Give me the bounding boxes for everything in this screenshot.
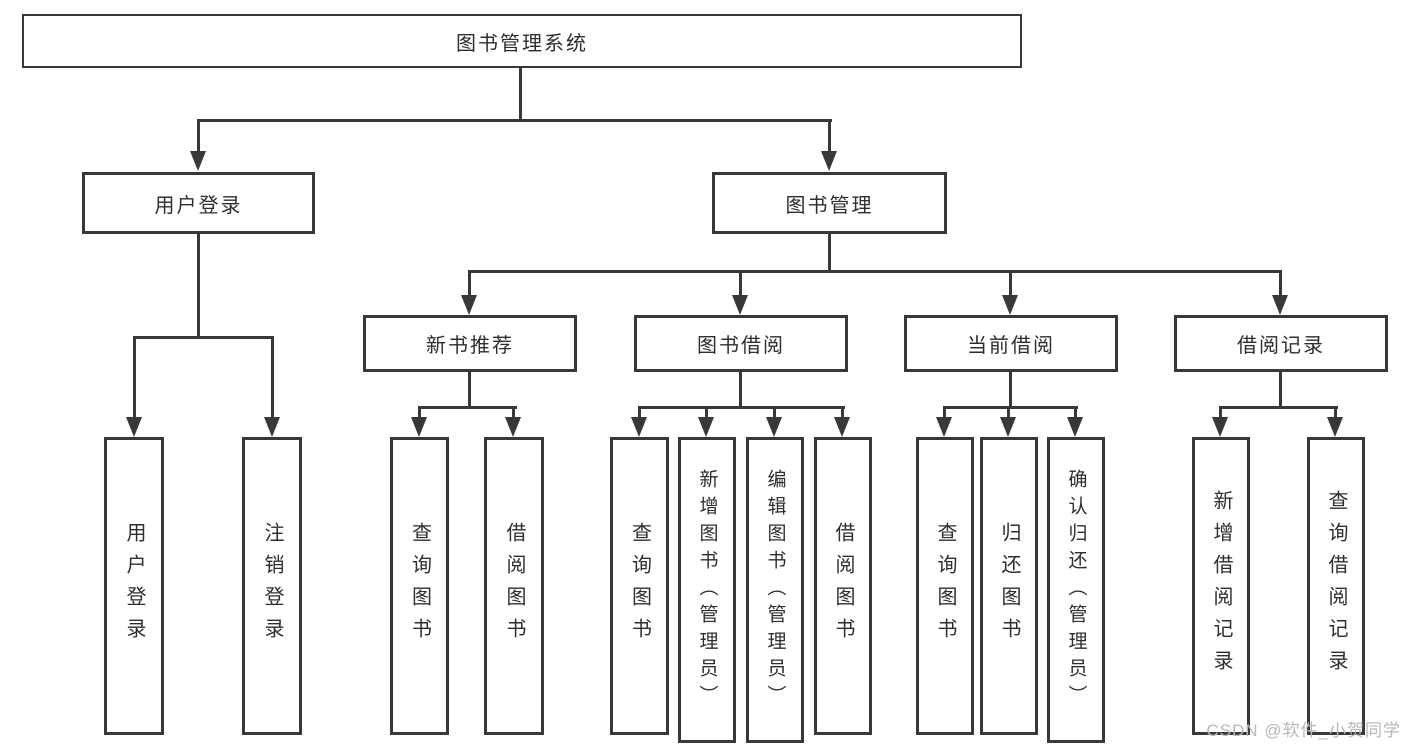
connector-hline bbox=[133, 336, 274, 339]
connector-vline bbox=[1007, 406, 1010, 422]
node-label: 图书借阅 bbox=[697, 335, 785, 357]
arrow-down-icon bbox=[698, 417, 714, 437]
node-leaf-query-books-recommend: 查询图书 bbox=[390, 437, 449, 735]
node-label: 借阅图书 bbox=[832, 522, 854, 650]
arrow-down-icon bbox=[264, 417, 280, 437]
connector-vline bbox=[418, 406, 421, 422]
connector-vline bbox=[197, 234, 200, 339]
connector-hline bbox=[418, 406, 517, 409]
node-leaf-logout: 注销登录 bbox=[242, 437, 302, 735]
connector-vline bbox=[828, 119, 831, 155]
node-user-login: 用户登录 bbox=[82, 172, 315, 234]
connector-hline bbox=[943, 406, 1078, 409]
node-leaf-add-borrow-record: 新增借阅记录 bbox=[1192, 437, 1250, 735]
node-label: 确认归还（管理员） bbox=[1065, 468, 1087, 712]
connector-hline bbox=[1219, 406, 1338, 409]
arrow-down-icon bbox=[936, 417, 952, 437]
arrow-down-icon bbox=[631, 417, 647, 437]
connector-vline bbox=[512, 406, 515, 422]
connector-vline bbox=[468, 270, 471, 299]
arrow-down-icon bbox=[126, 417, 142, 437]
node-label: 用户登录 bbox=[123, 522, 145, 650]
arrow-down-icon bbox=[190, 151, 206, 171]
node-book-borrowing: 图书借阅 bbox=[634, 315, 848, 372]
connector-vline bbox=[739, 372, 742, 409]
node-book-management: 图书管理 bbox=[712, 172, 947, 234]
node-new-book-recommend: 新书推荐 bbox=[363, 315, 577, 372]
watermark: CSDN @软件_小贺同学 bbox=[1206, 721, 1401, 740]
connector-vline bbox=[1279, 372, 1282, 409]
connector-hline bbox=[468, 270, 1282, 273]
node-leaf-query-borrow-record: 查询借阅记录 bbox=[1307, 437, 1365, 735]
arrow-down-icon bbox=[1212, 417, 1228, 437]
connector-vline bbox=[841, 406, 844, 422]
connector-vline bbox=[773, 406, 776, 422]
node-borrowing-records: 借阅记录 bbox=[1174, 315, 1388, 372]
node-label: 查询借阅记录 bbox=[1325, 490, 1347, 682]
connector-vline bbox=[1009, 372, 1012, 409]
connector-hline bbox=[638, 406, 845, 409]
node-label: 借阅记录 bbox=[1237, 335, 1325, 357]
connector-vline bbox=[1219, 406, 1222, 422]
arrow-down-icon bbox=[1002, 295, 1018, 315]
arrow-down-icon bbox=[766, 417, 782, 437]
node-label: 查询图书 bbox=[628, 522, 651, 650]
connector-vline bbox=[197, 119, 200, 155]
connector-vline bbox=[1334, 406, 1337, 422]
node-leaf-query-books-current: 查询图书 bbox=[916, 437, 974, 735]
connector-vline bbox=[271, 336, 274, 420]
node-leaf-borrow-books-recommend: 借阅图书 bbox=[484, 437, 544, 735]
connector-hline bbox=[197, 119, 832, 122]
node-label: 注销登录 bbox=[261, 522, 283, 650]
node-leaf-user-login: 用户登录 bbox=[104, 437, 164, 735]
node-label: 查询图书 bbox=[408, 522, 431, 650]
node-label: 图书管理 bbox=[785, 194, 874, 217]
connector-vline bbox=[828, 234, 831, 273]
arrow-down-icon bbox=[505, 417, 521, 437]
node-label: 新增图书（管理员） bbox=[696, 468, 718, 712]
node-leaf-confirm-return-admin: 确认归还（管理员） bbox=[1047, 437, 1105, 743]
connector-vline bbox=[943, 406, 946, 422]
arrow-down-icon bbox=[1067, 417, 1083, 437]
connector-vline bbox=[705, 406, 708, 422]
node-label: 图书管理系统 bbox=[456, 32, 588, 55]
node-leaf-edit-books-admin: 编辑图书（管理员） bbox=[746, 437, 804, 743]
node-leaf-add-books-admin: 新增图书（管理员） bbox=[678, 437, 736, 743]
connector-vline bbox=[468, 372, 471, 409]
connector-vline bbox=[1279, 270, 1282, 299]
connector-vline bbox=[739, 270, 742, 299]
node-leaf-query-books-borrowing: 查询图书 bbox=[610, 437, 669, 735]
node-leaf-return-books: 归还图书 bbox=[980, 437, 1038, 735]
arrow-down-icon bbox=[1272, 295, 1288, 315]
arrow-down-icon bbox=[834, 417, 850, 437]
node-label: 借阅图书 bbox=[503, 522, 525, 650]
arrow-down-icon bbox=[411, 417, 427, 437]
node-current-borrowing: 当前借阅 bbox=[904, 315, 1118, 372]
node-leaf-borrow-books: 借阅图书 bbox=[814, 437, 872, 735]
arrow-down-icon bbox=[821, 151, 837, 171]
connector-vline bbox=[133, 336, 136, 420]
connector-vline bbox=[1009, 270, 1012, 299]
connector-vline bbox=[638, 406, 641, 422]
arrow-down-icon bbox=[732, 295, 748, 315]
node-label: 用户登录 bbox=[154, 194, 243, 217]
node-label: 归还图书 bbox=[998, 522, 1020, 650]
node-label: 查询图书 bbox=[934, 522, 956, 650]
node-label: 新增借阅记录 bbox=[1210, 490, 1232, 682]
node-library-system: 图书管理系统 bbox=[22, 14, 1022, 68]
connector-vline bbox=[1074, 406, 1077, 422]
arrow-down-icon bbox=[1000, 417, 1016, 437]
arrow-down-icon bbox=[461, 295, 477, 315]
node-label: 新书推荐 bbox=[426, 335, 514, 357]
node-label: 当前借阅 bbox=[967, 335, 1055, 357]
arrow-down-icon bbox=[1327, 417, 1343, 437]
connector-vline bbox=[519, 68, 522, 120]
node-label: 编辑图书（管理员） bbox=[764, 468, 786, 712]
